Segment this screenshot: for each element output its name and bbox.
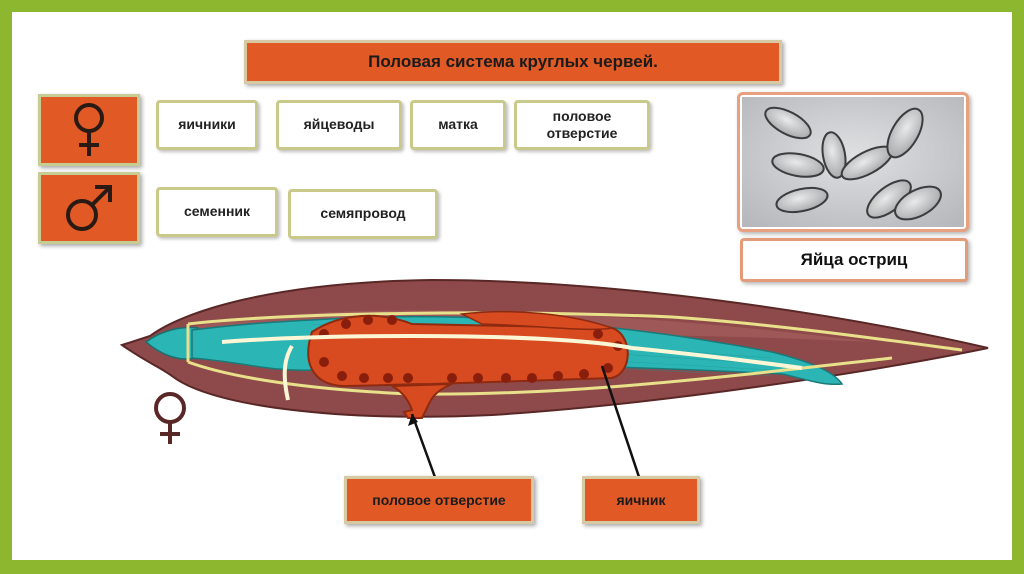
male-term-label: семенник — [183, 203, 251, 220]
female-term-uterus: матка — [410, 100, 506, 150]
ovary-tube — [221, 333, 803, 370]
callout-arrowhead — [408, 414, 418, 426]
female-term-label: яичники — [178, 116, 236, 133]
female-symbol-icon — [154, 392, 186, 444]
callout-label-text: половое отверстие — [372, 492, 506, 508]
female-term-ovaries: яичники — [156, 100, 258, 150]
page-title: Половая система круглых червей. — [244, 40, 782, 84]
male-term-testis: семенник — [156, 187, 278, 237]
nerve-cord-lower — [187, 356, 893, 396]
female-term-label: половое отверстие — [546, 107, 618, 142]
male-term-label: семяпровод — [320, 205, 406, 222]
roundworm-diagram — [119, 278, 989, 484]
nerve-cord-upper — [187, 311, 963, 352]
pinworm-eggs-photo — [737, 92, 969, 232]
male-symbol-icon — [66, 185, 112, 231]
female-symbol-box — [38, 94, 140, 166]
oviduct-upper — [459, 310, 615, 331]
female-term-genital-opening: половое отверстие — [514, 100, 650, 150]
uterus-loop — [307, 314, 629, 388]
slide: Половая система круглых червей. яичники … — [12, 12, 1012, 560]
page-title-text: Половая система круглых червей. — [368, 52, 658, 71]
callout-line-genital-opening — [410, 413, 438, 481]
female-term-oviducts: яйцеводы — [276, 100, 402, 150]
male-symbol-box — [38, 172, 140, 244]
callout-line-ovary — [600, 365, 642, 481]
photo-caption-text: Яйца остриц — [800, 250, 908, 269]
callout-label-ovary: яичник — [582, 476, 700, 524]
photo-caption: Яйца остриц — [740, 238, 968, 282]
callout-label-genital-opening: половое отверстие — [344, 476, 534, 524]
female-symbol-icon — [74, 103, 104, 156]
female-term-label: матка — [438, 116, 478, 133]
male-term-vas-deferens: семяпровод — [288, 189, 438, 239]
callout-label-text: яичник — [616, 492, 666, 508]
female-term-label: яйцеводы — [303, 116, 375, 133]
